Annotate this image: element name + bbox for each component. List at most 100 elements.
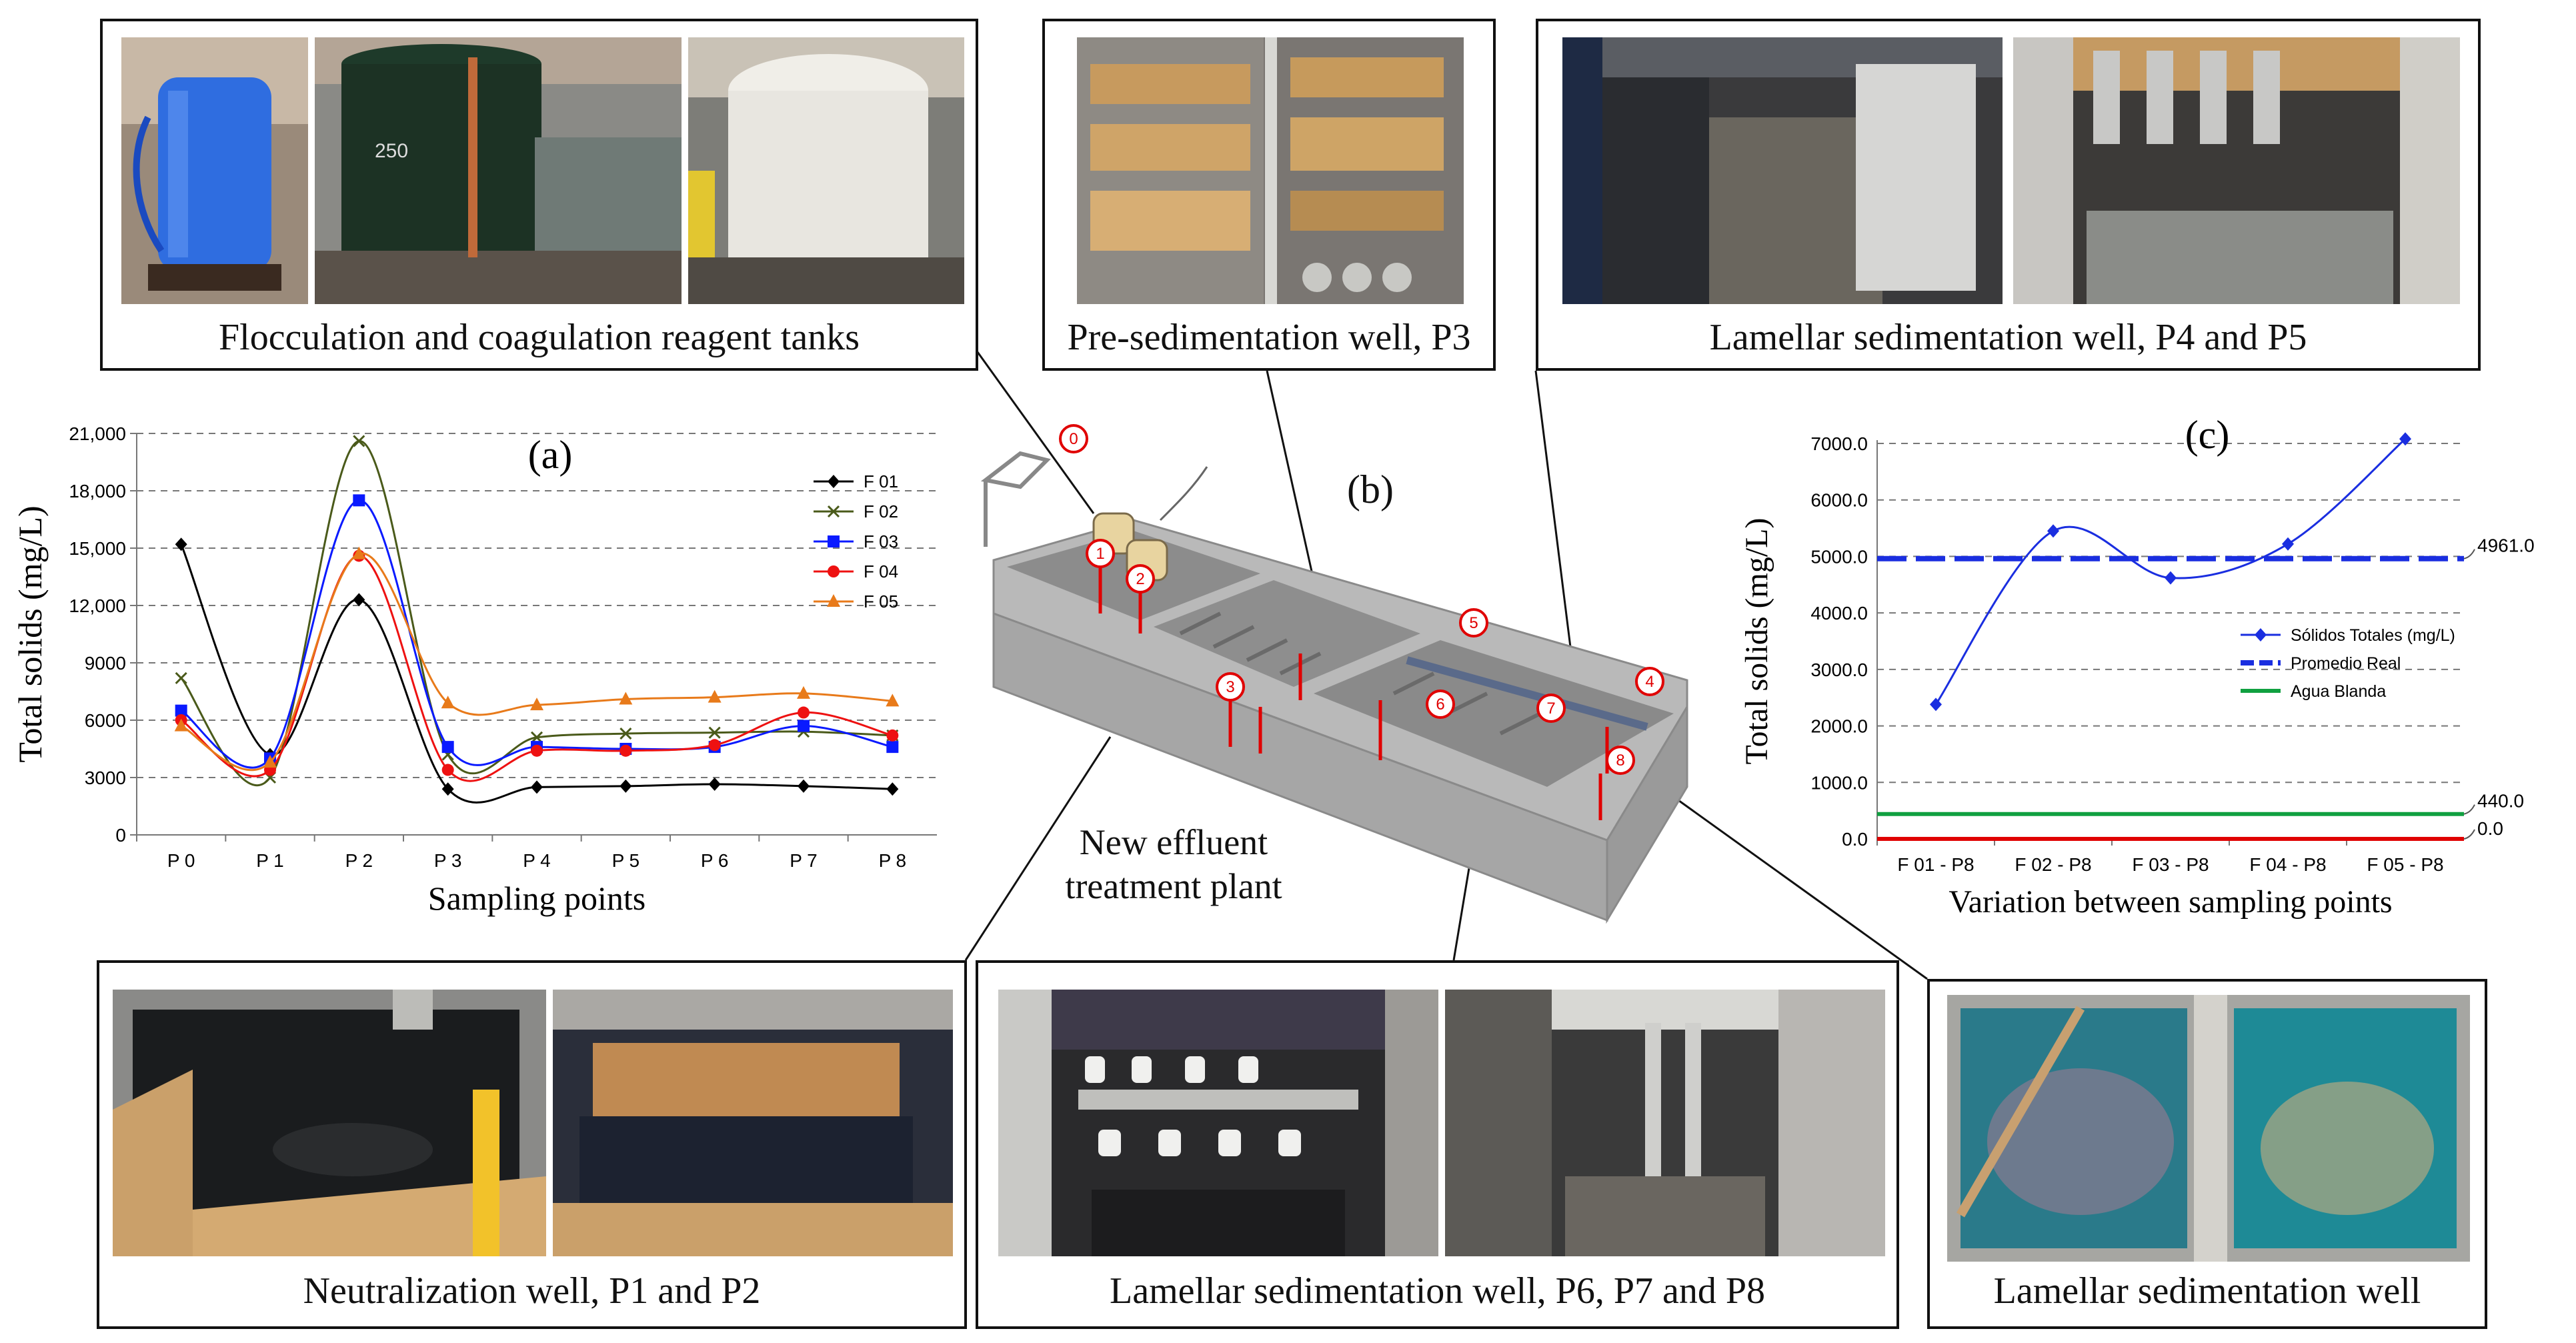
- data-point-a: [353, 593, 365, 607]
- annotation-label-c: 4961.0: [2477, 535, 2535, 556]
- marker-3: 3: [1226, 678, 1234, 696]
- annotation-leader-c: [2463, 549, 2475, 559]
- series-line-a: [180, 543, 893, 804]
- treatment-plant: 0 1 2 3 4 5 6 7 8 (b) New effluent treat…: [980, 413, 1727, 947]
- marker-1: 1: [1096, 545, 1104, 563]
- xtick-label-a: P 6: [701, 850, 729, 871]
- ytick-label-a: 9000: [85, 653, 126, 674]
- xtick-label-a: P 0: [167, 850, 195, 871]
- panel-lamellar: Lamellar sedimentation well: [1927, 979, 2487, 1329]
- caption-presedimentation: Pre-sedimentation well, P3: [1067, 317, 1471, 358]
- caption-lamellar-p4-p5: Lamellar sedimentation well, P4 and P5: [1709, 317, 2307, 358]
- data-point-a: [708, 690, 722, 703]
- legend-label-a: F 02: [864, 501, 898, 521]
- xtick-label-a: P 7: [790, 850, 818, 871]
- xtick-label-a: P 4: [523, 850, 551, 871]
- data-point-a: [619, 692, 633, 705]
- data-point-a: [886, 694, 900, 707]
- data-point-a: [441, 782, 454, 796]
- data-point-c: [2047, 524, 2059, 538]
- data-point-a: [619, 728, 632, 740]
- data-point-c: [1930, 698, 1942, 712]
- ytick-label-a: 15,000: [69, 538, 126, 559]
- y-axis-label-a: Total solids (mg/L): [11, 505, 49, 762]
- panel-lamellar-p6-p7-p8: Lamellar sedimentation well, P6, P7 and …: [976, 960, 1899, 1329]
- xtick-label-a: P 1: [256, 850, 284, 871]
- series-line-a: [180, 439, 893, 786]
- legend-marker-c: [2255, 628, 2267, 641]
- ytick-label-c: 2000.0: [1810, 716, 1868, 737]
- photo-blue-barrel: [121, 37, 308, 304]
- marker-2: 2: [1136, 570, 1144, 588]
- data-point-a: [708, 739, 721, 752]
- xtick-label-c: F 03 - P8: [2132, 854, 2209, 875]
- legend-label-c: Promedio Real: [2291, 654, 2401, 673]
- legend-label-a: F 03: [864, 531, 898, 551]
- data-point-c: [2399, 432, 2411, 446]
- data-point-a: [708, 778, 721, 792]
- xtick-label-c: F 05 - P8: [2367, 854, 2443, 875]
- annotation-label-c: 0.0: [2477, 818, 2503, 839]
- legend-marker-a: [828, 475, 840, 488]
- marker-7: 7: [1546, 700, 1555, 718]
- xtick-label-c: F 01 - P8: [1897, 854, 1974, 875]
- series-line-solidos: [1935, 438, 2407, 706]
- data-point-a: [175, 704, 187, 717]
- photo-white-tank: [688, 37, 964, 304]
- panel-neutralization: Neutralization well, P1 and P2: [97, 960, 967, 1329]
- data-point-a: [353, 494, 365, 507]
- ytick-label-a: 12,000: [69, 595, 126, 616]
- marker-8: 8: [1616, 752, 1624, 770]
- series-line-a: [180, 499, 893, 769]
- caption-neutralization: Neutralization well, P1 and P2: [303, 1270, 761, 1312]
- data-point-a: [441, 696, 455, 709]
- marker-4: 4: [1645, 673, 1654, 691]
- data-point-a: [619, 779, 632, 793]
- plant-label-line1: New effluent: [1079, 822, 1268, 862]
- plant-label-line2: treatment plant: [1065, 866, 1282, 906]
- data-point-a: [886, 729, 899, 742]
- legend-label-a: F 01: [864, 471, 898, 491]
- data-point-a: [441, 741, 454, 754]
- data-point-a: [708, 726, 721, 739]
- data-point-a: [798, 720, 810, 732]
- legend-label-a: F 04: [864, 561, 898, 581]
- series-line-a: [180, 554, 893, 782]
- legend-marker-a: [828, 535, 840, 547]
- data-point-a: [619, 744, 632, 757]
- xtick-label-a: P 8: [879, 850, 907, 871]
- ytick-label-c: 4000.0: [1810, 603, 1868, 623]
- panel-letter-c: (c): [2185, 413, 2230, 457]
- data-point-a: [530, 698, 543, 711]
- photo-neutralization-p2: [553, 990, 953, 1256]
- x-axis-label-a: Sampling points: [428, 880, 646, 917]
- photo-presedimentation: [1077, 37, 1464, 304]
- xtick-label-a: P 2: [345, 850, 373, 871]
- x-axis-label-c: Variation between sampling points: [1949, 884, 2392, 920]
- panel-letter-b: (b): [1347, 467, 1394, 511]
- legend-label-c: Sólidos Totales (mg/L): [2291, 626, 2455, 645]
- photo-lamellar-basin: [1947, 995, 2470, 1262]
- photo-lamellar-p5: [2013, 37, 2460, 304]
- data-point-a: [175, 537, 187, 551]
- ytick-label-c: 7000.0: [1810, 433, 1868, 454]
- ytick-label-a: 3000: [85, 768, 126, 788]
- chart-c-svg: 0.01000.02000.03000.04000.05000.06000.07…: [1739, 413, 2535, 920]
- annotation-label-c: 440.0: [2477, 791, 2524, 812]
- ytick-label-a: 0: [115, 825, 126, 846]
- legend-label-a: F 05: [864, 591, 898, 611]
- xtick-label-c: F 04 - P8: [2249, 854, 2326, 875]
- data-point-a: [530, 731, 543, 744]
- data-point-a: [352, 546, 366, 559]
- ytick-label-c: 3000.0: [1810, 659, 1868, 680]
- ytick-label-a: 6000: [85, 710, 126, 731]
- ytick-label-c: 0.0: [1842, 829, 1868, 850]
- photo-lamellar-p6: [998, 990, 1438, 1256]
- data-point-a: [798, 779, 810, 793]
- caption-lamellar: Lamellar sedimentation well: [1993, 1270, 2421, 1312]
- data-point-a: [353, 435, 365, 447]
- series-line-a: [180, 552, 893, 772]
